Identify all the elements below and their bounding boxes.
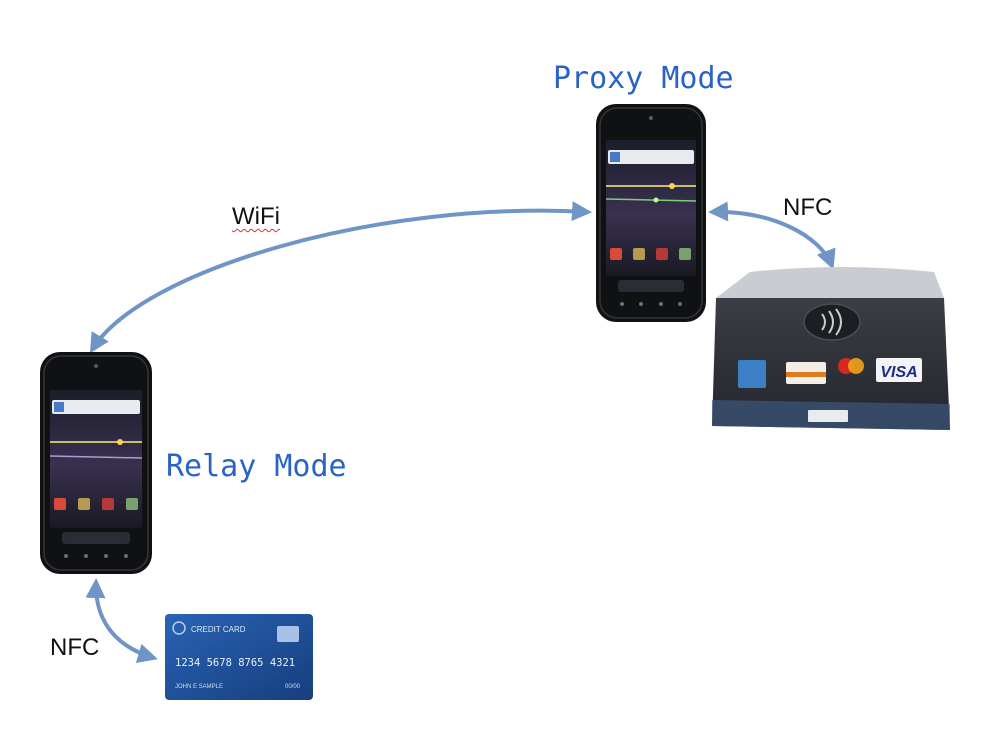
amex-logo [738, 360, 766, 388]
wifi-arrow [89, 201, 592, 354]
card-holder: JOHN E SAMPLE [175, 684, 223, 690]
card-expiry: 00/00 [285, 684, 301, 690]
nfc-proxy-label: NFC [783, 194, 833, 221]
nfc-relay-label: NFC [50, 634, 100, 661]
contactless-icon [803, 303, 861, 341]
proxy-mode-label: Proxy Mode [553, 61, 734, 96]
relay-mode-label: Relay Mode [166, 449, 347, 484]
mastercard-logo [838, 358, 864, 374]
visa-logo-text: VISA [880, 364, 917, 381]
relay-phone [40, 352, 152, 574]
card-brand: CREDIT CARD [191, 625, 246, 634]
nfc-proxy-arrow [708, 201, 836, 270]
card-chip [277, 626, 299, 642]
proxy-phone [596, 104, 706, 322]
payment-terminal: VISA [712, 267, 950, 430]
visa-logo [876, 358, 922, 382]
credit-card: CREDIT CARD 1234 5678 8765 4321 JOHN E S… [165, 614, 313, 700]
nfc-relay-arrow [85, 578, 158, 664]
card-number: 1234 5678 8765 4321 [175, 657, 295, 669]
wifi-label: WiFi [232, 203, 280, 230]
